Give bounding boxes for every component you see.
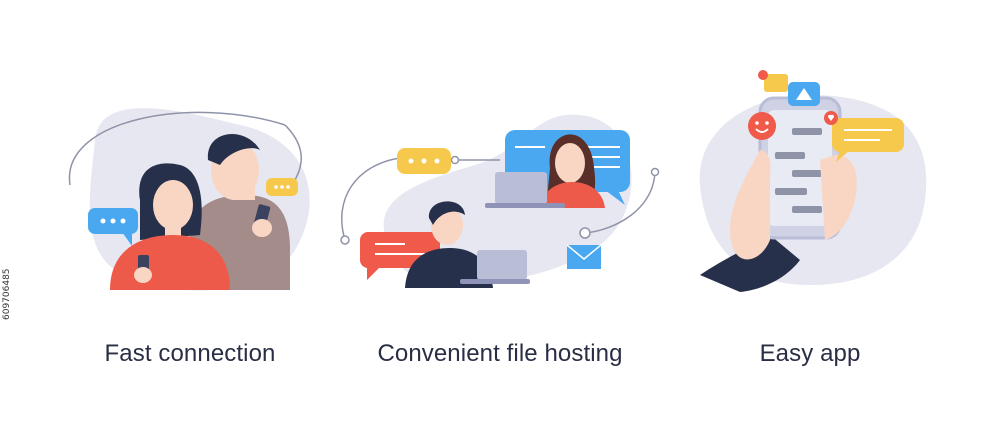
chat-bubble-icon (397, 148, 451, 174)
smile-icon (748, 112, 776, 140)
chat-bubble-icon (88, 208, 138, 246)
illustration-easy-app (699, 70, 927, 292)
image-id-text: 609706485 (2, 268, 12, 320)
caption-file-hosting: Convenient file hosting (377, 340, 623, 367)
caption-easy-app: Easy app (759, 340, 861, 367)
chat-bubble-icon (266, 178, 298, 196)
photo-icon (758, 70, 788, 92)
caption-fast-connection: Fast connection (104, 340, 276, 367)
chat-bubble-icon (824, 111, 904, 162)
envelope-icon (566, 244, 602, 269)
illustration-fast-connection (68, 108, 310, 291)
illustration-file-hosting (340, 114, 660, 288)
panel-easy-app: Easy app (660, 0, 960, 442)
cloud-upload-icon (788, 82, 820, 106)
panel-file-hosting: Convenient file hosting (335, 0, 665, 442)
panel-fast-connection: Fast connection (40, 0, 340, 442)
